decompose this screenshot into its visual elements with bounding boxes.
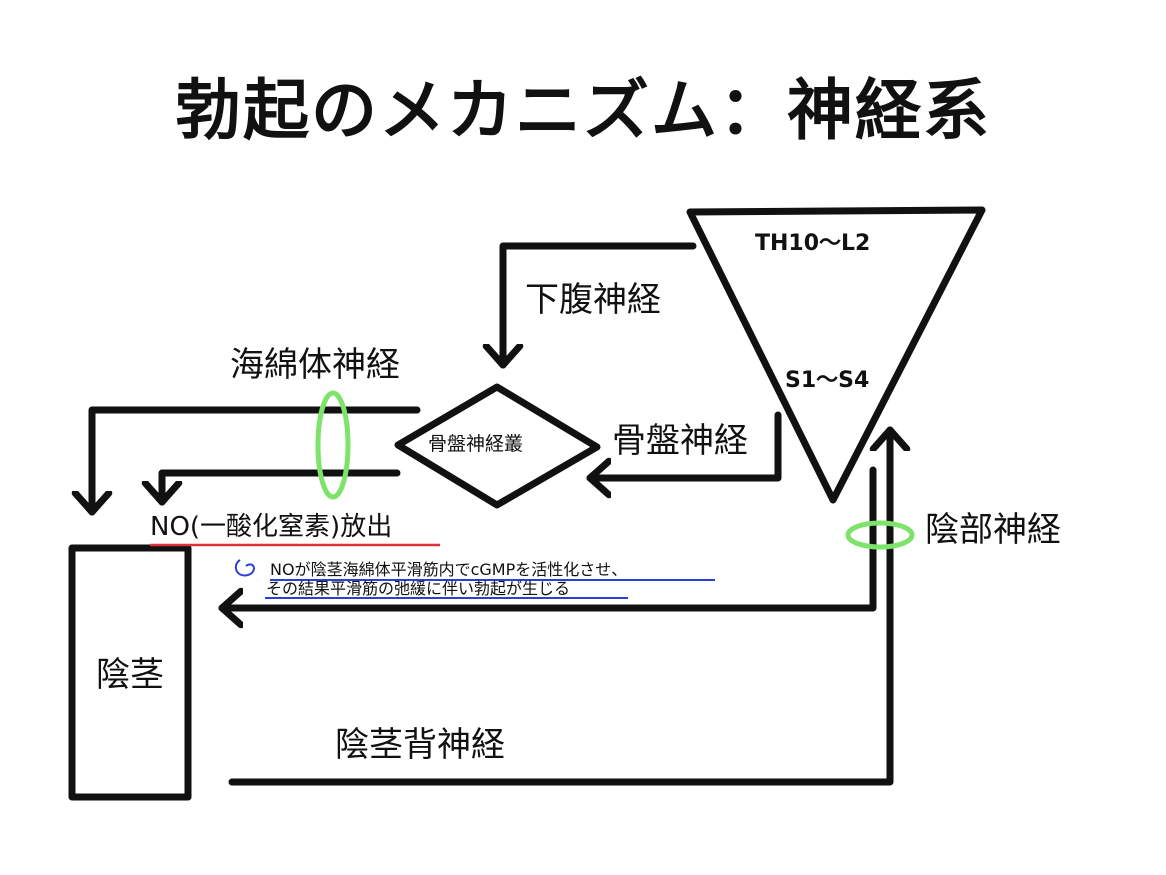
penis-label: 陰茎 [96, 655, 164, 695]
spinal-level-lower: S1〜S4 [785, 368, 870, 393]
pelvic-nerve-arrow [586, 411, 782, 478]
penis-box [68, 544, 192, 801]
note-line-2: その結果平滑筋の弛緩に伴い勃起が生じる [266, 579, 571, 598]
pelvic-nerve-label: 骨盤神経 [612, 421, 748, 461]
spinal-level-upper: TH10〜L2 [755, 231, 871, 256]
cavernous-nerve-arrow-1 [92, 406, 421, 516]
pudendal-to-penis-arrow [218, 466, 877, 608]
pelvic-plexus-label: 骨盤神経叢 [428, 433, 524, 455]
note-pointer [234, 559, 255, 577]
cavernous-nerve-label: 海綿体神経 [230, 345, 400, 385]
hypogastric-nerve-arrow [503, 242, 697, 369]
hypogastric-nerve-label: 下腹神経 [525, 280, 661, 320]
pudendal-nerve-label: 陰部神経 [925, 510, 1061, 550]
pelvic-plexus-diamond [394, 383, 601, 509]
cavernous-nerve-marker [315, 390, 351, 500]
pudendal-nerve-marker [845, 520, 915, 550]
no-release-label: NO(一酸化窒素)放出 [150, 512, 393, 542]
cavernous-nerve-arrow-2 [162, 469, 401, 506]
dorsal-penile-nerve-label: 陰茎背神経 [335, 725, 505, 765]
spinal-cord-triangle [686, 206, 986, 504]
page-title: 勃起のメカニズム：神経系 [175, 72, 991, 149]
note-line-1: NOが陰茎海綿体平滑筋内でcGMPを活性化させ、 [270, 560, 628, 579]
